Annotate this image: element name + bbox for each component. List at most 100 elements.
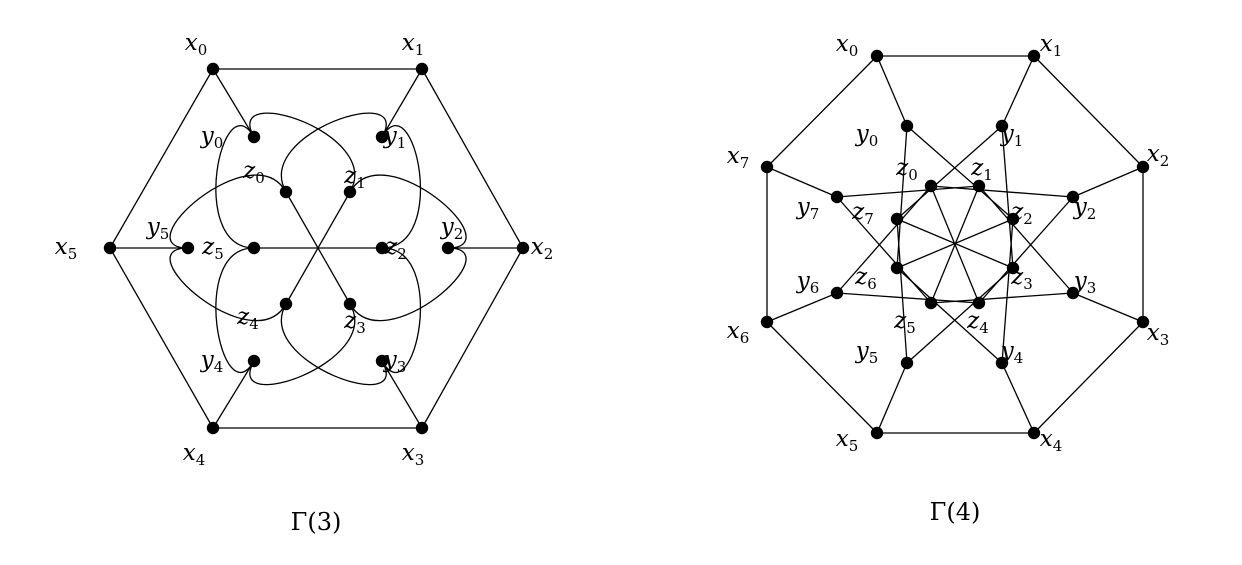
- edge-x5-x6: [766, 321, 878, 434]
- label-y4: y4: [200, 347, 224, 376]
- node-x5: [103, 241, 117, 255]
- node-x1: [415, 62, 429, 76]
- edge-y2-z0: [930, 185, 1074, 198]
- node-y4: [247, 354, 261, 368]
- label-y5: y5: [146, 214, 170, 243]
- edge-z3-z7: [896, 218, 1014, 269]
- label-y3-letter: y: [383, 347, 398, 373]
- label-y2: y2: [440, 214, 464, 243]
- label-z2: z2: [1010, 199, 1033, 228]
- edge-x1-x2: [1033, 55, 1144, 168]
- label-z4: z4: [236, 304, 259, 333]
- label-z0-letter: z: [895, 155, 909, 181]
- label-y4: y4: [1000, 338, 1024, 367]
- edge-y3-z4: [280, 303, 387, 386]
- node-x4: [1027, 426, 1041, 440]
- label-y3-letter: y: [1073, 268, 1088, 294]
- label-x4: x4: [183, 440, 206, 469]
- edge-y6-z0: [836, 185, 932, 294]
- label-x1: x1: [1040, 31, 1063, 60]
- node-z6: [890, 261, 904, 275]
- label-y1: y1: [1000, 121, 1024, 150]
- label-z6: z6: [854, 264, 877, 293]
- node-y3: [375, 354, 389, 368]
- label-z3: z3: [343, 308, 366, 337]
- node-y5: [181, 241, 195, 255]
- node-x2: [516, 241, 530, 255]
- label-z3-letter: z: [1010, 264, 1024, 290]
- label-z2: z2: [384, 234, 407, 263]
- node-x0: [870, 49, 884, 63]
- label-z0-index: 0: [908, 166, 918, 184]
- label-y2-letter: y: [1073, 194, 1088, 220]
- node-z7: [890, 212, 904, 226]
- label-z1: z1: [970, 155, 993, 184]
- label-z5: z5: [201, 234, 224, 263]
- node-y0: [247, 130, 261, 144]
- label-y5-index: 5: [160, 225, 170, 243]
- label-z3-index: 3: [356, 319, 366, 337]
- label-x6: x6: [727, 318, 750, 347]
- node-z2: [375, 241, 389, 255]
- node-x3: [415, 421, 429, 435]
- node-y1: [995, 119, 1009, 133]
- label-z1-letter: z: [343, 163, 357, 189]
- label-x3-index: 3: [1160, 331, 1170, 349]
- label-y6-letter: y: [796, 268, 811, 294]
- label-z2-index: 2: [1023, 210, 1033, 228]
- node-x0: [206, 62, 220, 76]
- label-y4-letter: y: [1000, 338, 1015, 364]
- caption-gamma-4: Γ(4): [930, 498, 981, 526]
- label-z5-letter: z: [201, 234, 215, 260]
- label-z1-letter: z: [970, 155, 984, 181]
- label-x5-letter: x: [55, 234, 68, 260]
- label-x1-index: 1: [415, 41, 425, 59]
- label-y7-index: 7: [810, 205, 820, 223]
- node-x1: [1027, 49, 1041, 63]
- label-y5: y5: [855, 338, 879, 367]
- label-z1-index: 1: [983, 166, 993, 184]
- label-y1: y1: [383, 123, 407, 152]
- label-x6-letter: x: [727, 318, 740, 344]
- label-z1: z1: [343, 163, 366, 192]
- edge-y4-z2: [1001, 218, 1014, 364]
- node-y3: [1066, 286, 1080, 300]
- label-x0: x0: [185, 30, 208, 59]
- label-z7-letter: z: [851, 199, 865, 225]
- label-x5-index: 5: [849, 437, 859, 455]
- label-y3-index: 3: [1087, 279, 1097, 297]
- label-z5-index: 5: [906, 319, 916, 337]
- label-y5-letter: y: [146, 214, 161, 240]
- edge-y5-z3: [906, 267, 1014, 364]
- label-y3: y3: [1073, 268, 1097, 297]
- edge-y3-z1: [978, 185, 1074, 294]
- label-x3-index: 3: [415, 451, 425, 469]
- label-y3-index: 3: [397, 358, 407, 376]
- edge-y4-z5: [215, 247, 255, 373]
- label-y0-letter: y: [200, 123, 215, 149]
- label-z7-index: 7: [864, 210, 874, 228]
- label-z5-index: 5: [214, 245, 224, 263]
- label-y5-index: 5: [869, 349, 879, 367]
- label-z2-index: 2: [397, 245, 407, 263]
- label-x7-index: 7: [740, 154, 750, 172]
- edge-x7-y7: [766, 166, 838, 198]
- label-y1-letter: y: [383, 123, 398, 149]
- edge-y0-z1: [249, 112, 356, 193]
- edge-x6-y6: [766, 292, 838, 323]
- node-z3: [343, 297, 357, 311]
- label-y2-index: 2: [454, 225, 464, 243]
- edge-y1-z2: [381, 125, 422, 249]
- edge-y0-z6: [896, 125, 908, 269]
- label-x4-letter: x: [183, 440, 196, 466]
- node-y1: [375, 130, 389, 144]
- label-x2-index: 2: [1160, 152, 1170, 170]
- label-z5-letter: z: [893, 308, 907, 334]
- node-z2: [1006, 212, 1020, 226]
- label-z0: z0: [895, 155, 918, 184]
- node-x7: [760, 160, 774, 174]
- node-z0: [279, 185, 293, 199]
- label-z3-letter: z: [343, 308, 357, 334]
- label-x7: x7: [727, 143, 750, 172]
- edge-x1-y1: [381, 68, 423, 138]
